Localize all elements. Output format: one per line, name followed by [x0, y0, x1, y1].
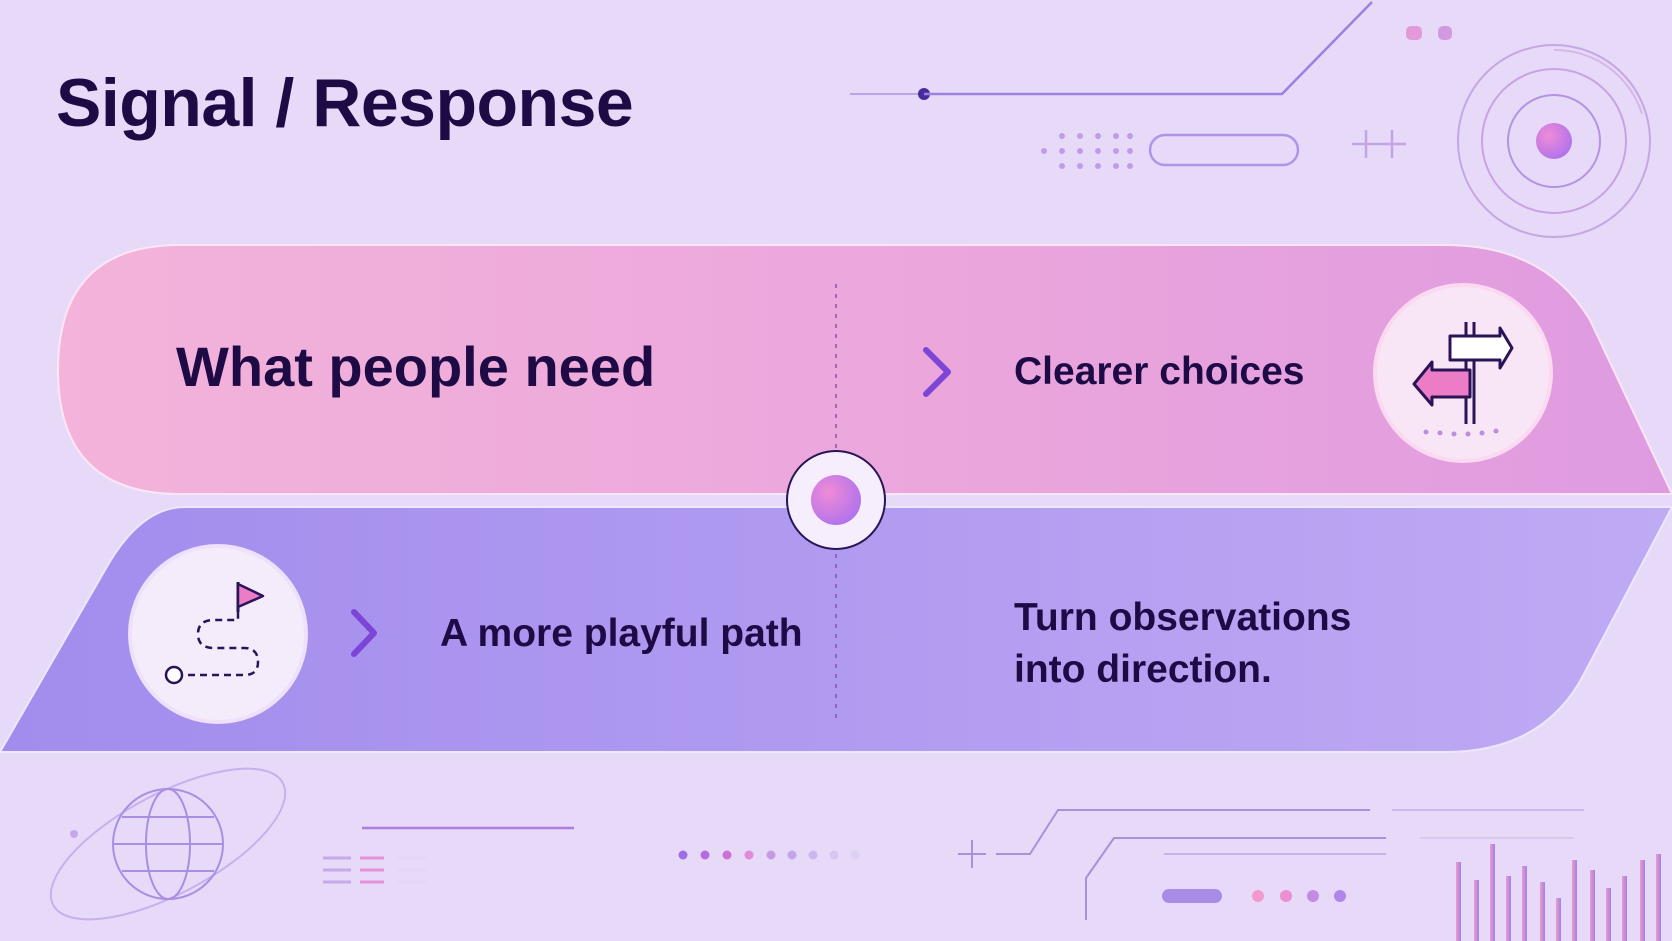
bottom-band [0, 506, 1672, 753]
playful-path-label: A more playful path [440, 612, 803, 655]
clearer-choices-label: Clearer choices [1014, 350, 1305, 393]
direction-line-1: Turn observations [1014, 596, 1352, 639]
chevron-right-icon [351, 609, 377, 657]
winding-path-flag-icon [128, 544, 308, 724]
signpost-icon [1373, 283, 1553, 463]
bar-chart-icon [1456, 844, 1661, 941]
globe-icon [49, 767, 287, 921]
direction-line-2: into direction. [1014, 648, 1272, 691]
footer-decoration [49, 767, 1661, 941]
chevron-right-icon [923, 347, 951, 397]
target-rings-icon [1457, 44, 1651, 238]
header-decoration [850, 1, 1651, 238]
direction-statement: Turn observations into direction. [1014, 592, 1351, 696]
top-band [56, 244, 1672, 495]
page-title: Signal / Response [56, 65, 634, 141]
center-node [786, 450, 886, 550]
need-label: What people need [176, 335, 656, 398]
